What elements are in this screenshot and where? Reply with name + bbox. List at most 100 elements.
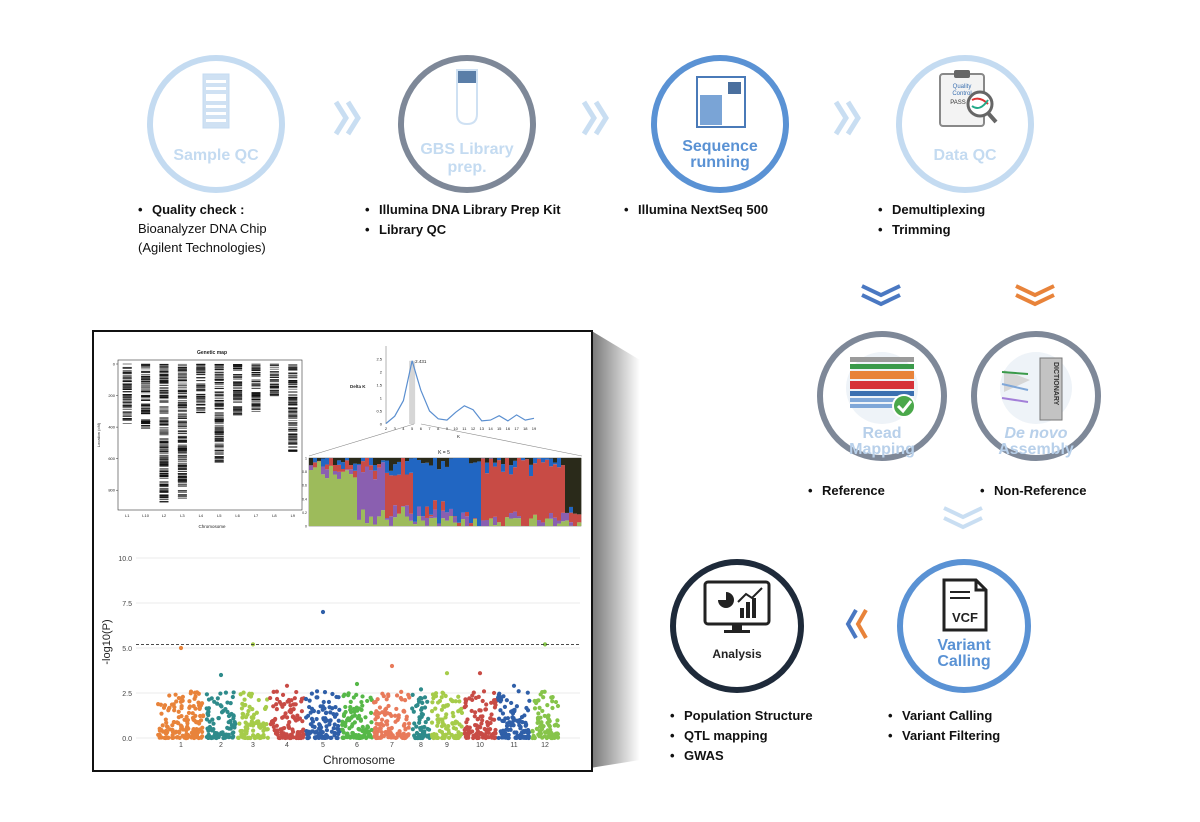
structure-bar-segment	[345, 470, 350, 526]
manhattan-point	[170, 723, 175, 728]
manhattan-point	[204, 692, 209, 697]
structure-bar-segment	[349, 474, 354, 526]
manhattan-point	[453, 699, 458, 704]
structure-bar-segment	[333, 464, 338, 472]
manhattan-point	[530, 729, 535, 734]
manhattan-point	[500, 711, 506, 716]
manhattan-point	[492, 717, 497, 722]
structure-bar-segment	[365, 466, 370, 524]
manhattan-point	[470, 697, 475, 703]
delta-k-ylabel: Delta K	[350, 384, 366, 389]
manhattan-point	[424, 733, 430, 739]
manhattan-point	[368, 710, 374, 715]
manhattan-point	[475, 730, 480, 736]
manhattan-peak-point	[389, 663, 395, 669]
structure-bar-segment	[325, 464, 330, 470]
delta-k-xtick-label: 18	[523, 426, 528, 431]
note-item: QTL mapping	[670, 726, 813, 746]
step-de-novo[interactable]: DICTIONARY De novo Assembly	[971, 331, 1101, 461]
manhattan-point	[404, 714, 409, 719]
manhattan-point	[190, 711, 195, 716]
step-sample-qc[interactable]: Sample QC	[147, 55, 285, 193]
manhattan-point	[518, 726, 523, 731]
manhattan-point	[299, 709, 305, 714]
step-data-qc[interactable]: Quality Control PASS Data QC	[896, 55, 1034, 193]
manhattan-xtick-label: 12	[541, 742, 549, 749]
manhattan-point	[435, 735, 440, 740]
manhattan-point	[389, 713, 394, 719]
structure-bar-segment	[377, 516, 382, 526]
structure-bar-segment	[417, 516, 422, 526]
manhattan-point	[316, 735, 321, 740]
manhattan-xtick-label: 4	[285, 742, 289, 749]
manhattan-point	[475, 717, 480, 722]
structure-bar-segment	[397, 458, 402, 462]
manhattan-point	[535, 698, 540, 703]
structure-ytick-label: 1	[305, 457, 307, 461]
manhattan-point	[359, 699, 364, 705]
structure-bar-segment	[421, 520, 426, 526]
structure-bar-segment	[517, 458, 522, 517]
manhattan-point	[360, 703, 365, 708]
manhattan-point	[377, 711, 382, 716]
manhattan-point	[396, 715, 401, 720]
structure-bar-segment	[509, 513, 514, 519]
manhattan-point	[491, 698, 497, 703]
manhattan-ytick-label: 10.0	[118, 556, 132, 563]
structure-bar-segment	[453, 522, 458, 526]
manhattan-point	[228, 701, 233, 706]
manhattan-point	[419, 711, 424, 716]
delta-k-xtick-label: 17	[514, 426, 519, 431]
manhattan-point	[308, 710, 313, 715]
structure-bar-segment	[345, 458, 350, 461]
manhattan-point	[169, 702, 175, 707]
structure-bar-segment	[541, 522, 546, 526]
manhattan-point	[354, 692, 359, 697]
manhattan-point	[284, 715, 290, 720]
delta-k-xtick-label: 16	[506, 426, 511, 431]
manhattan-point	[388, 726, 394, 731]
manhattan-point	[481, 689, 487, 694]
structure-bar-segment	[441, 510, 446, 519]
manhattan-point	[251, 728, 256, 733]
manhattan-point	[466, 733, 471, 738]
zoom-line	[308, 423, 415, 457]
delta-k-xtick-label: 10	[453, 426, 458, 431]
clip-text: Control	[952, 91, 971, 97]
manhattan-point	[340, 735, 346, 740]
structure-bar-segment	[573, 458, 578, 514]
manhattan-point	[268, 695, 273, 701]
manhattan-point	[243, 715, 249, 720]
manhattan-point	[335, 735, 340, 741]
genetic-map-xtick-label: L3	[180, 513, 185, 518]
manhattan-point	[310, 729, 316, 734]
structure-bar-segment	[389, 458, 394, 471]
manhattan-point	[456, 709, 461, 714]
step-sequence-running[interactable]: Sequence running	[651, 55, 789, 193]
genetic-map-ytick-label: 400	[108, 425, 115, 430]
step-gbs-library[interactable]: GBS Library prep.	[398, 55, 536, 193]
manhattan-point	[309, 691, 314, 696]
step-variant-calling[interactable]: VCF Variant Calling	[897, 559, 1031, 693]
structure-bar-segment	[549, 458, 554, 467]
manhattan-point	[536, 711, 541, 716]
structure-bar-segment	[461, 519, 466, 526]
manhattan-point	[239, 706, 245, 711]
manhattan-point	[170, 733, 175, 738]
manhattan-point	[393, 713, 398, 718]
structure-bar-segment	[337, 464, 342, 472]
structure-bar-segment	[397, 513, 402, 526]
manhattan-point	[475, 726, 480, 732]
step-read-mapping[interactable]: Read Mapping	[817, 331, 947, 461]
manhattan-point	[351, 735, 356, 740]
delta-k-xtick-label: 9	[446, 426, 449, 431]
manhattan-point	[294, 689, 299, 695]
step-analysis[interactable]: Analysis	[670, 559, 804, 693]
manhattan-point	[241, 735, 247, 740]
delta-k-xtick-label: 11	[462, 426, 467, 431]
notes-sequence-running: Illumina NextSeq 500	[624, 200, 768, 220]
manhattan-point	[320, 730, 325, 735]
structure-bar-segment	[405, 458, 410, 462]
manhattan-point	[246, 708, 251, 714]
